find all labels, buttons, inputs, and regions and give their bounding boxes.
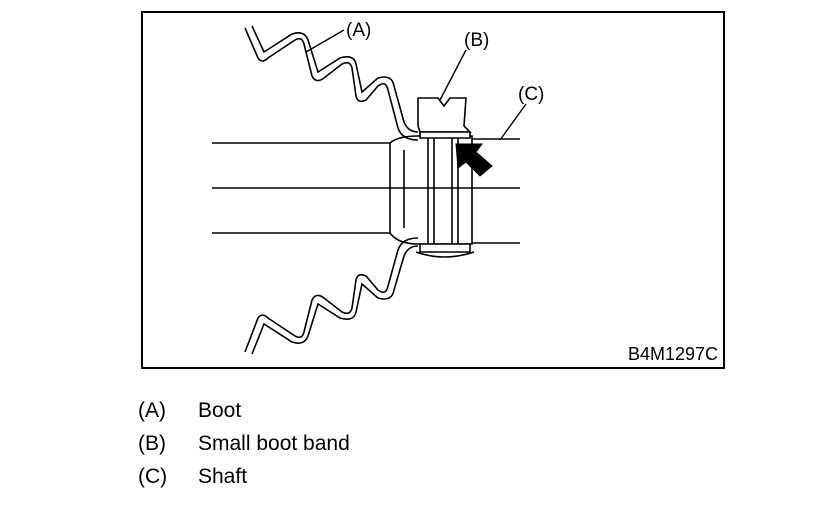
boot-end (389, 135, 473, 245)
boot-band-diagram: (A) (B) (C) B4M1297C (141, 11, 725, 369)
legend-item-small-boot-band: (B) Small boot band (138, 427, 538, 460)
legend: (A) Boot (B) Small boot band (C) Shaft (138, 394, 538, 493)
small-boot-band (415, 97, 475, 258)
figure-code: B4M1297C (628, 344, 718, 364)
legend-key: (C) (138, 464, 168, 488)
legend-item-shaft: (C) Shaft (138, 460, 538, 493)
callout-c: (C) (518, 84, 544, 105)
boot (244, 25, 419, 355)
callout-a: (A) (346, 20, 371, 41)
direction-arrow (455, 143, 493, 177)
callout-b: (B) (464, 30, 489, 51)
leader-lines (305, 29, 527, 141)
legend-item-boot: (A) Boot (138, 394, 538, 427)
legend-text: Small boot band (198, 431, 350, 455)
legend-key: (B) (138, 431, 166, 455)
shaft (212, 138, 520, 244)
figure-frame (141, 11, 725, 369)
legend-text: Shaft (198, 464, 248, 488)
legend-key: (A) (138, 398, 166, 422)
legend-text: Boot (198, 398, 242, 422)
